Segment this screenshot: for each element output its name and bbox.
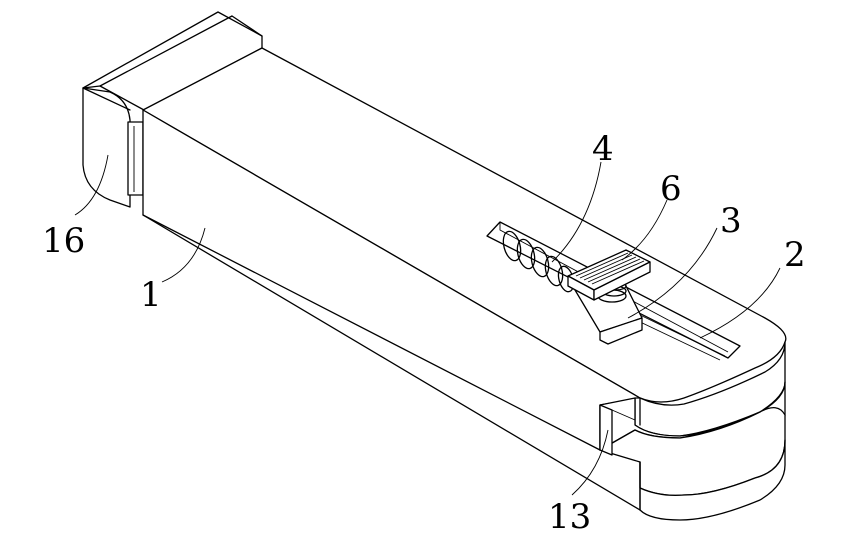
leader-1 bbox=[161, 227, 206, 283]
lower-jaw bbox=[142, 214, 786, 521]
label-13: 13 bbox=[548, 497, 591, 537]
label-2: 2 bbox=[784, 235, 806, 275]
spring bbox=[502, 230, 575, 293]
label-4: 4 bbox=[592, 129, 614, 169]
leader-3 bbox=[627, 227, 718, 319]
leader-2 bbox=[699, 267, 781, 339]
label-16: 16 bbox=[42, 221, 85, 261]
label-1: 1 bbox=[140, 275, 162, 315]
leader-13 bbox=[571, 429, 609, 496]
label-3: 3 bbox=[720, 201, 742, 241]
rear-end-cap bbox=[82, 11, 263, 208]
leader-4 bbox=[551, 161, 602, 263]
leader-lines bbox=[74, 154, 781, 496]
leader-16 bbox=[74, 154, 109, 216]
label-6: 6 bbox=[660, 169, 682, 209]
leader-6 bbox=[621, 199, 668, 261]
main-body bbox=[142, 47, 787, 451]
